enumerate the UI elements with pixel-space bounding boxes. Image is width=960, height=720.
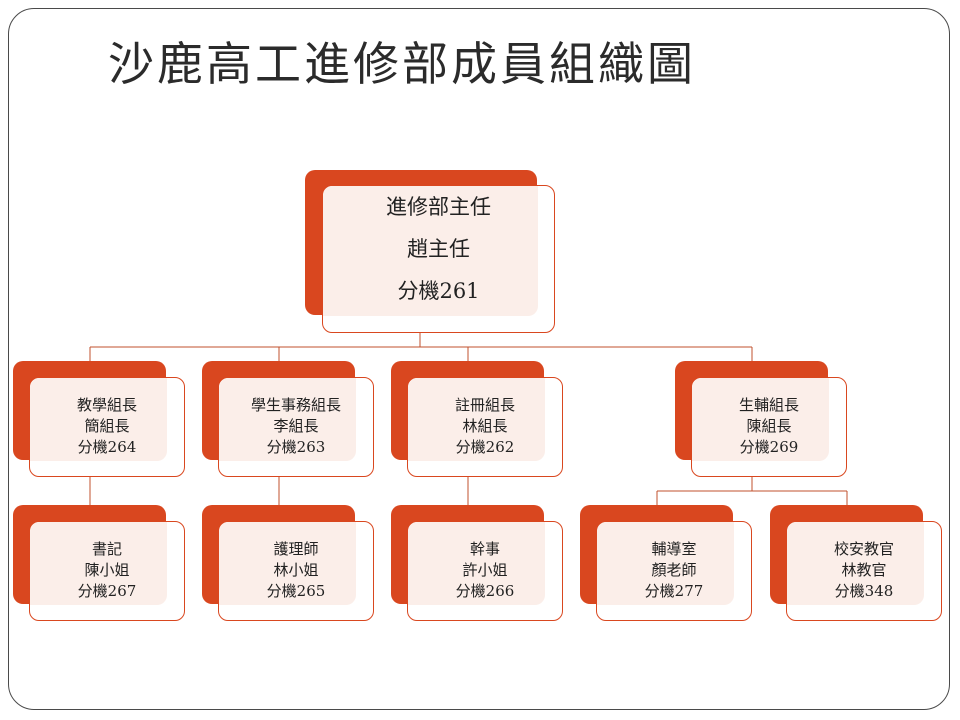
nurse-extension: 分機265 [266,582,326,600]
guidance-name: 陳組長 [746,417,792,435]
director-title: 進修部主任 [386,195,491,219]
node-military: 校安教官 林教官 分機348 [770,505,942,621]
student-affairs-name: 李組長 [273,417,319,435]
director-extension: 分機261 [397,279,480,303]
counseling-name: 顏老師 [651,561,697,579]
registration-name: 林組長 [462,417,508,435]
secretary-name: 陳小姐 [84,561,130,579]
officer-extension: 分機266 [455,582,515,600]
teaching-title: 教學組長 [76,396,137,414]
student-affairs-extension: 分機263 [266,438,326,456]
node-registration: 註冊組長 林組長 分機262 [391,361,563,477]
counseling-title: 輔導室 [651,540,697,558]
node-guidance: 生輔組長 陳組長 分機269 [675,361,847,477]
node-counseling: 輔導室 顏老師 分機277 [580,505,752,621]
registration-extension: 分機262 [455,438,515,456]
counseling-extension: 分機277 [644,582,704,600]
military-name: 林教官 [841,561,887,579]
teaching-extension: 分機264 [77,438,137,456]
guidance-title: 生輔組長 [738,396,799,414]
node-teaching: 教學組長 簡組長 分機264 [13,361,185,477]
guidance-extension: 分機269 [739,438,799,456]
officer-title: 幹事 [469,540,500,558]
node-student-affairs: 學生事務組長 李組長 分機263 [202,361,374,477]
teaching-name: 簡組長 [84,417,130,435]
node-nurse: 護理師 林小姐 分機265 [202,505,374,621]
node-secretary: 書記 陳小姐 分機267 [13,505,185,621]
nurse-name: 林小姐 [273,561,319,579]
student-affairs-title: 學生事務組長 [250,396,341,414]
nurse-title: 護理師 [273,540,319,558]
military-title: 校安教官 [833,540,894,558]
officer-name: 許小姐 [462,561,508,579]
node-officer: 幹事 許小姐 分機266 [391,505,563,621]
registration-title: 註冊組長 [454,396,515,414]
node-director: 進修部主任 趙主任 分機261 [305,170,555,334]
secretary-title: 書記 [91,540,122,558]
secretary-extension: 分機267 [77,582,137,600]
military-extension: 分機348 [834,582,894,600]
slide-title: 沙鹿高工進修部成員組織圖 [108,37,696,91]
director-name: 趙主任 [407,237,470,261]
